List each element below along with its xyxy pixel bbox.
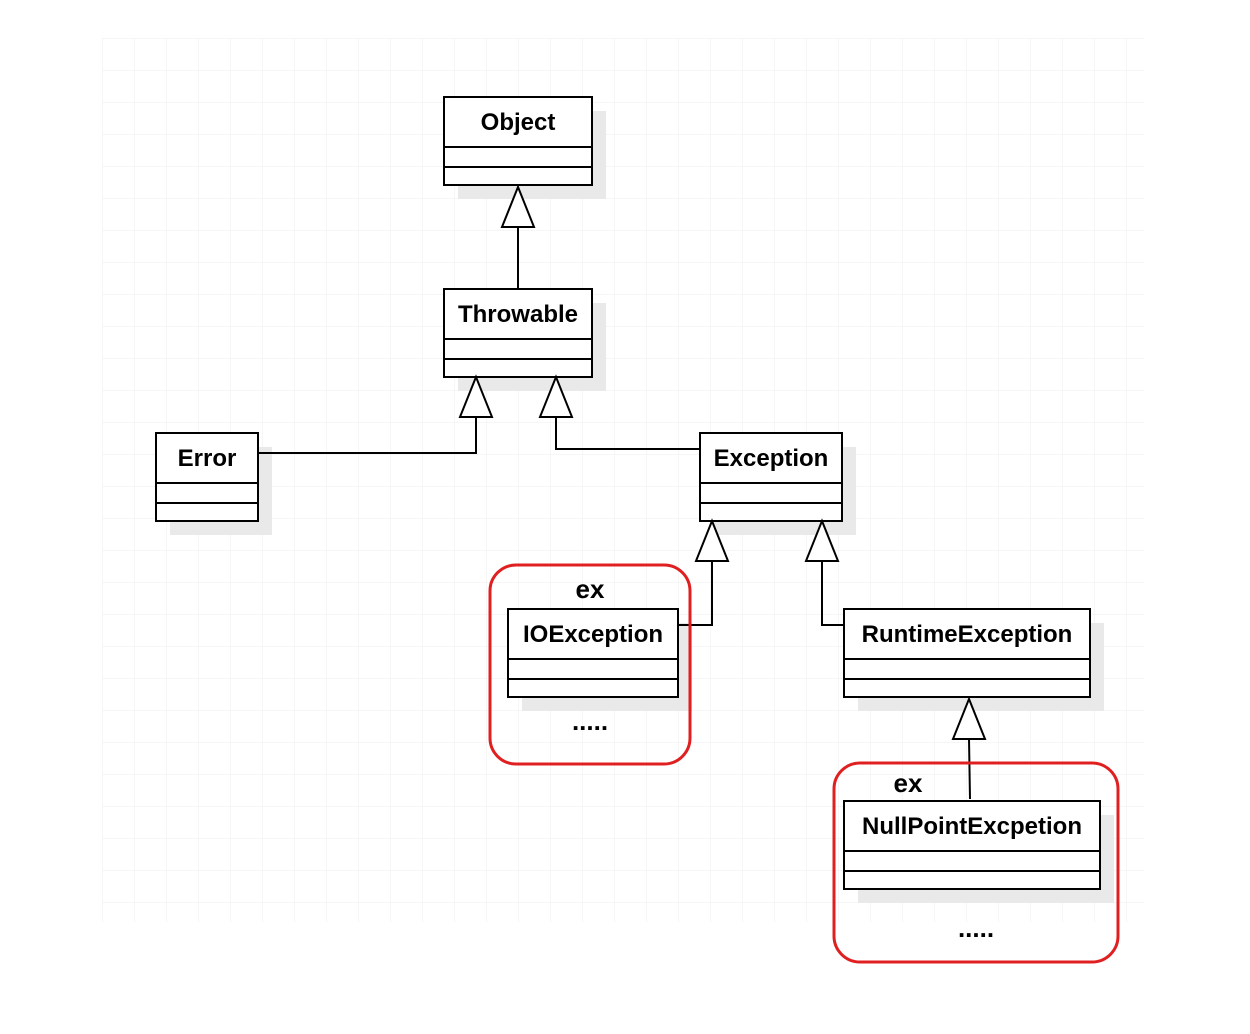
connector-error-throwable bbox=[259, 374, 494, 454]
connector-line bbox=[259, 417, 477, 454]
inheritance-arrow-icon bbox=[804, 518, 840, 562]
connector-line bbox=[968, 738, 971, 800]
class-name: Throwable bbox=[458, 301, 578, 328]
class-throwable[interactable]: Throwable bbox=[443, 288, 606, 391]
class-nullpointexception[interactable]: NullPointExcpetion bbox=[843, 800, 1114, 903]
class-box bbox=[843, 608, 1091, 698]
highlight-group-ioexception: ex ..... bbox=[488, 563, 692, 766]
connector-throwable-object bbox=[500, 184, 536, 288]
inheritance-arrow-icon bbox=[694, 518, 730, 562]
connector-nullpoint-runtime bbox=[951, 696, 987, 800]
inheritance-arrow-icon bbox=[538, 374, 574, 418]
class-box bbox=[507, 608, 679, 698]
connector-line bbox=[555, 417, 699, 450]
class-box bbox=[699, 432, 843, 522]
class-box bbox=[155, 432, 259, 522]
inheritance-arrow-icon bbox=[951, 696, 987, 740]
class-object[interactable]: Object bbox=[443, 96, 606, 199]
class-ioexception[interactable]: IOException bbox=[507, 608, 692, 711]
highlight-frame bbox=[488, 563, 692, 766]
highlight-frame bbox=[832, 761, 1120, 964]
class-runtimeexception[interactable]: RuntimeException bbox=[843, 608, 1104, 711]
inheritance-arrow-icon bbox=[458, 374, 494, 418]
class-error[interactable]: Error bbox=[155, 432, 272, 535]
highlight-group-nullpoint: ex ..... bbox=[832, 761, 1120, 964]
class-exception[interactable]: Exception bbox=[699, 432, 856, 535]
class-name: Object bbox=[481, 109, 556, 136]
group-ellipsis: ..... bbox=[958, 913, 994, 943]
connector-line bbox=[821, 561, 843, 626]
class-box bbox=[443, 288, 593, 378]
class-name: IOException bbox=[523, 621, 663, 648]
connector-runtime-exception bbox=[804, 518, 843, 626]
connector-exception-throwable bbox=[538, 374, 699, 450]
class-name: Error bbox=[178, 445, 237, 472]
group-label: ex bbox=[894, 768, 923, 798]
group-ellipsis: ..... bbox=[572, 706, 608, 736]
class-name: Exception bbox=[714, 445, 829, 472]
class-name: RuntimeException bbox=[862, 621, 1073, 648]
group-label: ex bbox=[576, 574, 605, 604]
inheritance-arrow-icon bbox=[500, 184, 536, 228]
class-box bbox=[843, 800, 1101, 890]
class-name: NullPointExcpetion bbox=[862, 813, 1082, 840]
